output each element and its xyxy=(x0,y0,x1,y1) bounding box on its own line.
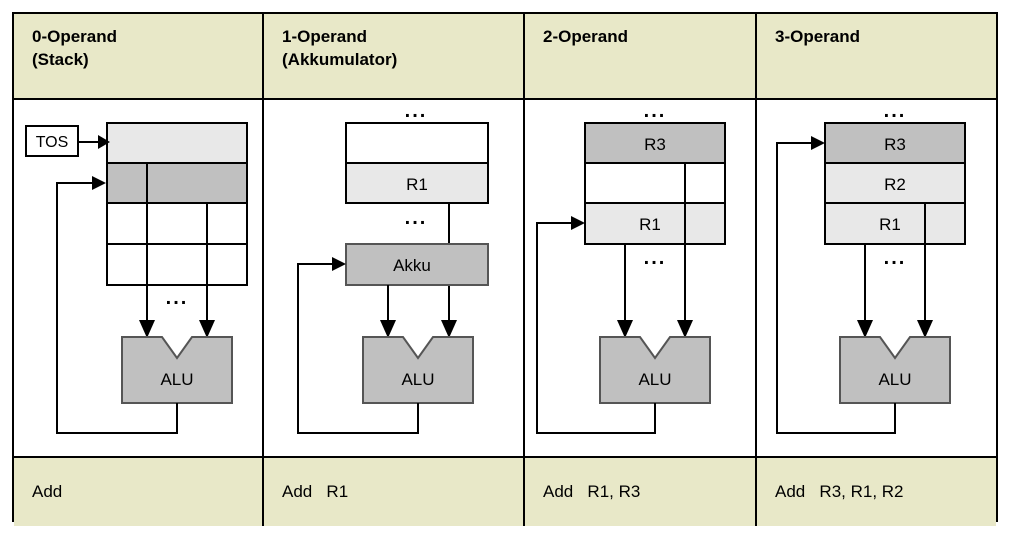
accumulator-operand-wire xyxy=(380,285,396,338)
register-label-r1: R1 xyxy=(406,175,428,194)
stack-box xyxy=(106,122,248,286)
instruction-cell-1-operand: Add R1 xyxy=(264,458,525,526)
register-cell-r1 xyxy=(584,202,726,245)
operand-right-arrowhead-icon xyxy=(917,320,933,338)
alu-label: ALU xyxy=(160,370,193,389)
writeback-arrowhead-icon xyxy=(811,136,825,150)
stack-cell-4 xyxy=(106,243,248,286)
register-label-r1: R1 xyxy=(639,215,661,234)
alu-block: ALU xyxy=(362,336,474,404)
operand-right-arrowhead-icon xyxy=(677,320,693,338)
register-label-r1: R1 xyxy=(879,215,901,234)
alu-result-feedback-path xyxy=(56,182,178,434)
stack-ellipsis: ... xyxy=(166,287,189,309)
alu-block: ALU xyxy=(839,336,951,404)
alu-shape xyxy=(121,336,233,404)
operand-wires xyxy=(617,244,693,338)
alu-label: ALU xyxy=(878,370,911,389)
accumulator-writeback-arrow xyxy=(310,257,346,271)
register-file-box: R3 R2 R1 xyxy=(824,122,966,245)
stack-cell-3 xyxy=(106,202,248,245)
alu-shape xyxy=(362,336,474,404)
diagram-cell-two-operand: ... R3 R1 xyxy=(525,100,757,456)
instruction-cell-0-operand: Add xyxy=(14,458,264,526)
accumulator-box xyxy=(345,243,489,286)
alu-label: ALU xyxy=(401,370,434,389)
stack-cell-tos xyxy=(106,122,248,164)
alu-label: ALU xyxy=(638,370,671,389)
alu-result-feedback-path xyxy=(536,222,656,434)
register-cell-empty xyxy=(345,122,489,164)
register-bottom-ellipsis: ... xyxy=(884,247,907,269)
register-cell-r1 xyxy=(345,162,489,204)
stack-writeback-arrow xyxy=(69,176,106,190)
register-bottom-ellipsis: ... xyxy=(405,207,428,229)
table-instruction-row: Add Add R1 Add R1, R3 Add R3, R1, R2 xyxy=(14,458,996,526)
writeback-arrowhead-icon xyxy=(92,176,106,190)
writeback-arrowhead-icon xyxy=(332,257,346,271)
accumulator-label: Akku xyxy=(393,256,431,275)
stack-operand-wires xyxy=(139,285,215,338)
register-label-r3: R3 xyxy=(884,135,906,154)
instruction-cell-3-operand: Add R3, R1, R2 xyxy=(757,458,996,526)
register-file-box: R3 R1 xyxy=(584,122,726,245)
tos-label: TOS xyxy=(36,134,69,151)
table-diagram-row: TOS ... xyxy=(14,100,996,458)
alu-block: ALU xyxy=(599,336,711,404)
alu-shape xyxy=(599,336,711,404)
register-writeback-arrow xyxy=(549,216,585,230)
header-cell-3-operand: 3-Operand xyxy=(757,14,996,98)
instruction-cell-2-operand: Add R1, R3 xyxy=(525,458,757,526)
register-cell-r3 xyxy=(584,122,726,164)
alu-result-feedback-path xyxy=(776,142,896,434)
register-top-ellipsis: ... xyxy=(644,100,667,122)
accumulator-machine-svg: ... R1 ... xyxy=(297,100,489,434)
stack-cell-second xyxy=(106,162,248,204)
tos-pointer: TOS xyxy=(25,125,110,157)
register-label-r2: R2 xyxy=(884,175,906,194)
operand-right-arrowhead-icon xyxy=(199,320,215,338)
operand-left-arrowhead-icon xyxy=(857,320,873,338)
two-operand-machine-svg: ... R3 R1 xyxy=(536,100,726,434)
register-top-ellipsis: ... xyxy=(405,100,428,122)
register-top-ellipsis: ... xyxy=(884,100,907,122)
register-writeback-arrow xyxy=(789,136,825,150)
operand-left-arrowhead-icon xyxy=(380,320,396,338)
comparison-table: 0-Operand (Stack) 1-Operand (Akkumulator… xyxy=(12,12,998,526)
operand-wires xyxy=(857,244,933,338)
diagram-cell-accumulator: ... R1 ... xyxy=(264,100,525,456)
operand-left-arrowhead-icon xyxy=(139,320,155,338)
diagram-cell-stack: TOS ... xyxy=(14,100,264,456)
accumulator-block: Akku xyxy=(345,243,489,286)
stack-machine-svg: TOS ... xyxy=(25,122,248,434)
operand-right-arrowhead-icon xyxy=(441,320,457,338)
alu-shape xyxy=(839,336,951,404)
table-header-row: 0-Operand (Stack) 1-Operand (Akkumulator… xyxy=(14,14,996,100)
alu-block: ALU xyxy=(121,336,233,404)
operand-left-arrowhead-icon xyxy=(617,320,633,338)
writeback-arrowhead-icon xyxy=(571,216,585,230)
diagram-cell-three-operand: ... R3 R2 R1 xyxy=(757,100,996,456)
stack-internal-wires xyxy=(146,163,208,285)
header-cell-1-operand: 1-Operand (Akkumulator) xyxy=(264,14,525,98)
register-cell-r1 xyxy=(824,202,966,245)
register-cell-empty xyxy=(584,162,726,204)
register-label-r3: R3 xyxy=(644,135,666,154)
header-cell-2-operand: 2-Operand xyxy=(525,14,757,98)
alu-result-feedback-path xyxy=(297,263,419,434)
register-bottom-ellipsis: ... xyxy=(644,247,667,269)
three-operand-machine-svg: ... R3 R2 R1 xyxy=(776,100,966,434)
register-cell-r3 xyxy=(824,122,966,164)
tos-arrowhead-icon xyxy=(98,135,110,149)
header-cell-0-operand: 0-Operand (Stack) xyxy=(14,14,264,98)
register-file-box: R1 xyxy=(345,122,489,204)
